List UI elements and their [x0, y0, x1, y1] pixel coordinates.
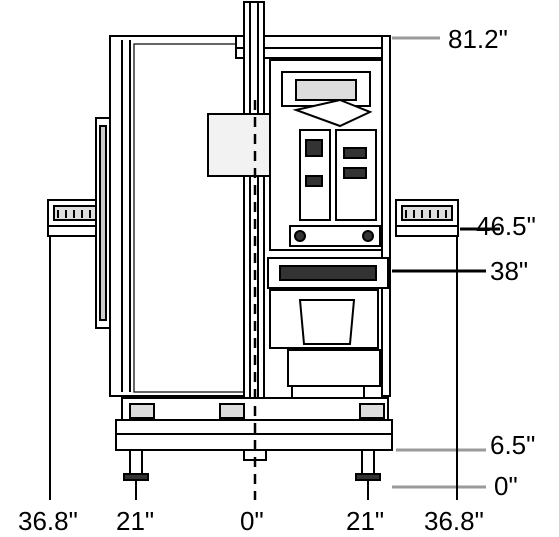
height-label-base: 6.5"	[490, 430, 536, 460]
height-label-middle: 38"	[490, 256, 529, 286]
upper-mechanism	[269, 59, 383, 251]
width-label-left: 21"	[116, 506, 155, 536]
width-label-center: 0"	[240, 506, 264, 536]
middle-band	[267, 257, 389, 289]
height-label-upper: 46.5"	[476, 211, 536, 241]
left-door-panel	[95, 117, 111, 329]
leveling-feet	[123, 449, 381, 481]
height-label-top: 81.2"	[448, 24, 508, 54]
height-leader-lines	[392, 36, 500, 489]
width-label-right: 21"	[346, 506, 385, 536]
width-label-far-left: 36.8"	[18, 506, 78, 536]
width-reference-lines	[49, 236, 458, 500]
height-label-floor: 0"	[494, 471, 518, 501]
width-label-far-right: 36.8"	[424, 506, 484, 536]
cabinet-body	[109, 35, 261, 397]
right-conveyor	[395, 199, 459, 237]
